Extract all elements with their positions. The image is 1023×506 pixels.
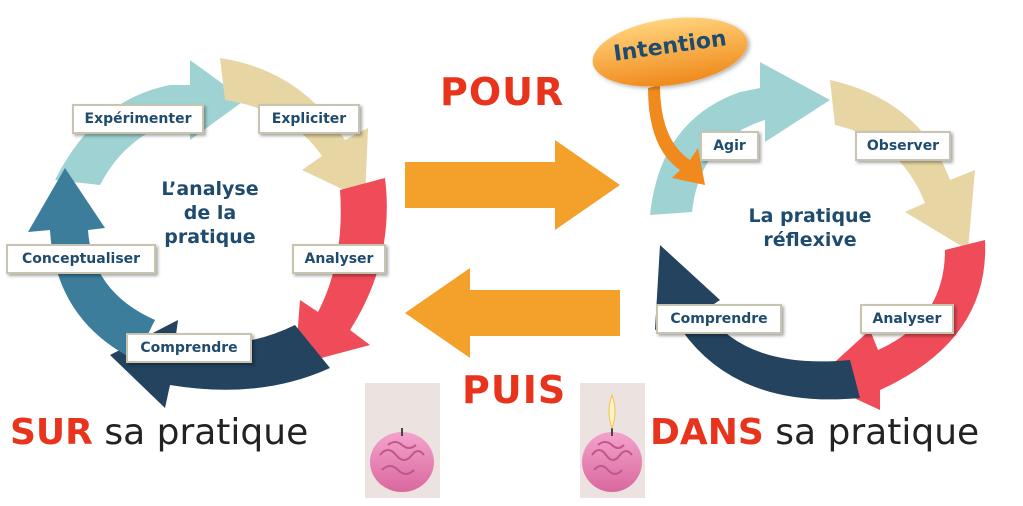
left-cycle-title: L’analyse de la pratique xyxy=(140,178,280,249)
caption-right-emphasis: DANS xyxy=(650,412,764,453)
right-arc-sand xyxy=(830,80,975,250)
right-title-line-1: La pratique xyxy=(748,205,872,227)
left-title-line-1: L’analyse xyxy=(161,178,259,200)
word-pour: POUR xyxy=(440,70,565,114)
right-arc-red xyxy=(815,240,986,410)
caption-left: SUR sa pratique xyxy=(10,412,308,453)
caption-right: DANS sa pratique xyxy=(650,412,979,453)
left-title-line-2: de la xyxy=(183,201,237,224)
label-comprendre-left: Comprendre xyxy=(126,333,252,363)
right-cycle-title: La pratique réflexive xyxy=(735,205,885,253)
candle-flame-icon xyxy=(608,393,616,430)
label-expliciter: Expliciter xyxy=(258,104,360,134)
caption-right-rest: sa pratique xyxy=(763,412,980,453)
label-comprendre-right: Comprendre xyxy=(656,304,782,334)
forward-arrow xyxy=(405,140,620,230)
label-analyser-right: Analyser xyxy=(860,304,954,334)
caption-left-rest: sa pratique xyxy=(92,412,309,453)
label-conceptualiser: Conceptualiser xyxy=(6,244,156,274)
label-experimenter: Expérimenter xyxy=(72,104,204,134)
candle-photo-right xyxy=(580,383,645,498)
right-title-line-2: réflexive xyxy=(763,228,857,251)
left-arc-sand xyxy=(220,58,368,200)
left-title-line-3: pratique xyxy=(164,225,256,248)
word-puis: PUIS xyxy=(462,368,567,412)
candle-photo-left xyxy=(365,383,440,498)
label-agir: Agir xyxy=(700,131,759,161)
label-analyser-left: Analyser xyxy=(292,244,386,274)
intention-bubble xyxy=(592,17,748,87)
label-observer: Observer xyxy=(855,131,951,161)
backward-arrow xyxy=(405,268,620,358)
caption-left-emphasis: SUR xyxy=(10,412,93,453)
intention-arrow xyxy=(648,85,705,185)
